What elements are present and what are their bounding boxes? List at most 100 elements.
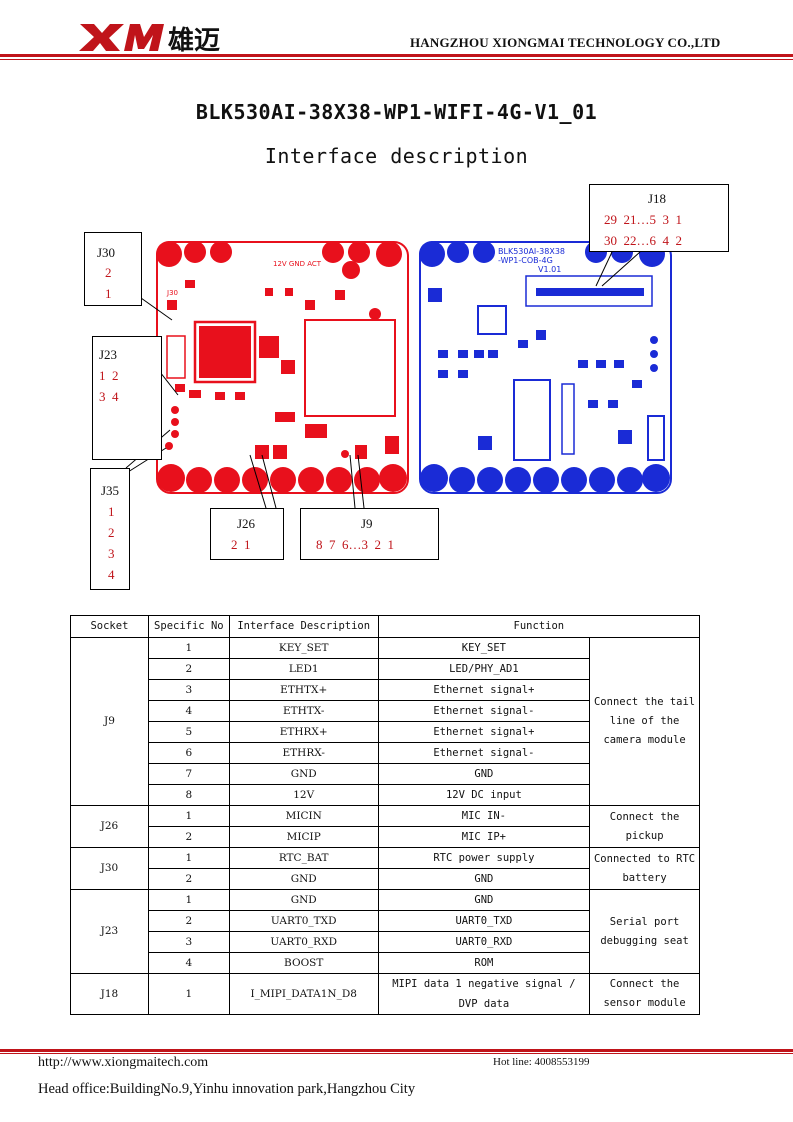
interface-cell: GND [228,889,379,911]
callout-j9: J9 8 7 6…3 2 1 [300,508,439,560]
interface-cell: ETHTX- [228,700,379,722]
specific-no-cell: 5 [147,721,230,743]
specific-no-cell: 3 [147,679,230,701]
company-name: HANGZHOU XIONGMAI TECHNOLOGY CO.,LTD [410,35,721,50]
callout-j9-name: J9 [361,516,373,531]
callout-j23-name: J23 [99,347,118,362]
specific-no-cell: 1 [147,973,230,1015]
callout-j18-row2: 30 22…6 4 2 [604,233,682,248]
socket-cell: J30 [70,847,149,890]
silk-top: 12V GND ACT [273,260,322,268]
callout-j30-pin2: 2 [105,265,112,280]
function-cell: RTC power supply [377,847,591,869]
interface-cell: LED1 [228,658,379,680]
interface-cell: 12V [228,784,379,806]
specific-no-cell: 2 [147,658,230,680]
function-cell: MIPI data 1 negative signal / DVP data [377,973,591,1015]
function-cell: MIC IN- [377,805,591,827]
board-back-blue: BLK530AI-38X38 -WP1-COB-4G V1.01 [419,241,672,494]
interface-cell: UART0_RXD [228,931,379,953]
interface-cell: MICIN [228,805,379,827]
specific-no-cell: 7 [147,763,230,785]
callout-j30-pin1: 1 [105,286,112,301]
interface-cell: BOOST [228,952,379,974]
function-cell: KEY_SET [377,637,591,659]
socket-cell: J23 [70,889,149,974]
specific-no-cell: 2 [147,910,230,932]
function-cell: GND [377,889,591,911]
header-socket: Socket [70,615,149,638]
website-url[interactable]: http://www.xiongmaitech.com [38,1055,209,1070]
specific-no-cell: 1 [147,805,230,827]
interface-cell: I_MIPI_DATA1N_D8 [228,973,379,1015]
header-rule-thin [0,59,793,60]
specific-no-cell: 6 [147,742,230,764]
callout-j35: J35 1 2 3 4 [90,468,130,590]
function-cell: UART0_RXD [377,931,591,953]
function-cell: 12V DC input [377,784,591,806]
callout-j35-pin4: 4 [108,567,115,582]
callout-j23-row1: 1 2 [99,368,119,383]
callout-j18: J18 29 21…5 3 1 30 22…6 4 2 [589,184,729,252]
interface-cell: UART0_TXD [228,910,379,932]
callout-j18-name: J18 [648,191,667,206]
interface-cell: GND [228,868,379,890]
function-cell: Ethernet signal- [377,700,591,722]
callout-j23-row2: 3 4 [99,389,119,404]
callout-j23: J23 1 2 3 4 [92,336,162,460]
connection-note-cell: Connect the tail line of the camera modu… [589,637,700,806]
function-cell: MIC IP+ [377,826,591,848]
connection-note-cell: Connect the pickup [589,805,700,848]
function-cell: Ethernet signal+ [377,679,591,701]
callout-j35-pin2: 2 [108,525,115,540]
interface-cell: ETHTX+ [228,679,379,701]
callout-j26-name: J26 [237,516,256,531]
header-specific-no: Specific No [147,615,230,638]
interface-cell: ETHRX- [228,742,379,764]
callout-j35-pin1: 1 [108,504,115,519]
interface-cell: GND [228,763,379,785]
specific-no-cell: 4 [147,952,230,974]
interface-cell: KEY_SET [228,637,379,659]
function-cell: UART0_TXD [377,910,591,932]
function-cell: Ethernet signal- [377,742,591,764]
socket-cell: J26 [70,805,149,848]
callout-j30: J30 2 1 [84,232,142,306]
connection-note-cell: Connected to RTC battery [589,847,700,890]
specific-no-cell: 3 [147,931,230,953]
footer-rule-thin [0,1053,793,1054]
footer-rule [0,1049,793,1052]
board-front-red: 12V GND ACT J30 [156,241,409,494]
document-title: BLK530AI-38X38-WP1-WIFI-4G-V1_01 [195,100,598,124]
function-cell: GND [377,763,591,785]
specific-no-cell: 8 [147,784,230,806]
interface-table: Socket Specific No Interface Description… [70,615,701,1015]
connection-note-cell: Serial port debugging seat [589,889,700,974]
callout-j9-pins: 8 7 6…3 2 1 [316,537,394,552]
callout-j18-row1: 29 21…5 3 1 [604,212,682,227]
specific-no-cell: 4 [147,700,230,722]
interface-cell: RTC_BAT [228,847,379,869]
interface-cell: MICIP [228,826,379,848]
svg-text:雄迈: 雄迈 [167,26,220,54]
table-header-row: Socket Specific No Interface Description… [70,615,701,638]
callout-j35-name: J35 [101,483,120,498]
function-cell: Ethernet signal+ [377,721,591,743]
hotline: Hot line: 4008553199 [493,1056,590,1068]
specific-no-cell: 1 [147,637,230,659]
document-subtitle: Interface description [264,144,529,168]
socket-cell: J18 [70,973,149,1015]
function-cell: GND [377,868,591,890]
